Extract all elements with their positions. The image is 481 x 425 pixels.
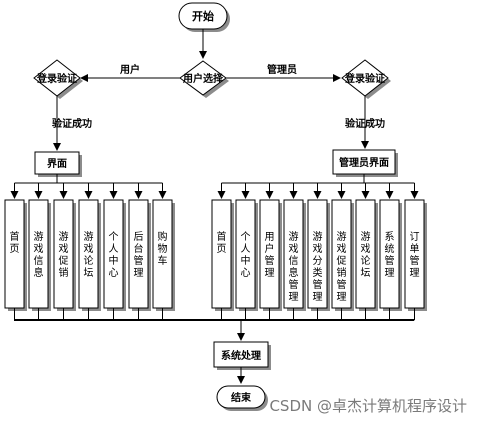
user-module-label: 个人中心 <box>109 231 119 279</box>
end-label: 结束 <box>231 391 252 404</box>
admin-module-label: 游戏论坛 <box>361 230 371 279</box>
admin-login-decision: 登录验证 <box>341 59 391 99</box>
admin-module-label: 系统管理 <box>385 231 395 279</box>
verify-ok-admin-label: 验证成功 <box>345 117 385 130</box>
user-interface-label: 界面 <box>47 158 67 170</box>
edge-label-admin: 管理员 <box>267 63 297 76</box>
system-process-label: 系统处理 <box>221 349 261 362</box>
admin-module-label: 游戏信息管理 <box>289 230 299 303</box>
user-module-label: 游戏信息 <box>34 230 44 279</box>
user-module-label: 游戏论坛 <box>84 230 94 279</box>
start-node: 开始 <box>178 2 230 32</box>
admin-module-label: 游戏分类管理 <box>313 230 323 303</box>
start-label: 开始 <box>192 9 214 23</box>
edge-label-user: 用户 <box>119 63 140 76</box>
user-interface-node: 界面 <box>34 151 82 177</box>
verify-ok-user-label: 验证成功 <box>52 117 92 130</box>
user-choice-label: 用户选择 <box>182 72 224 85</box>
end-node: 结束 <box>216 385 268 411</box>
user-module-label: 购物车 <box>158 230 168 267</box>
user-login-decision: 登录验证 <box>33 59 83 99</box>
admin-module-label: 用户管理 <box>265 232 275 279</box>
user-module-label: 后台管理 <box>134 231 144 279</box>
admin-module-label: 个人中心 <box>241 231 251 279</box>
admin-login-label: 登录验证 <box>344 72 385 85</box>
admin-module-label: 首页 <box>217 230 227 255</box>
system-process-node: 系统处理 <box>213 341 271 370</box>
user-module-label: 游戏促销 <box>59 230 69 279</box>
admin-interface-label: 管理员界面 <box>339 156 389 169</box>
admin-module-label: 订单管理 <box>410 231 420 279</box>
user-modules-group: 首页 游戏信息 游戏促销 游戏论坛 个人中心 后台管理 购物车 <box>4 182 175 321</box>
user-login-label: 登录验证 <box>36 72 77 85</box>
admin-interface-node: 管理员界面 <box>332 149 398 177</box>
watermark-text: CSDN @卓杰计算机程序设计 <box>269 397 467 415</box>
admin-modules-group: 首页 个人中心 用户管理 游戏信息管理 游戏分类管理 游戏促销管理 游戏论坛 系统管理 订单管理 <box>211 182 427 321</box>
user-choice-decision: 用户选择 <box>179 60 229 98</box>
user-module-label: 首页 <box>10 230 20 255</box>
admin-module-label: 游戏促销管理 <box>337 230 347 303</box>
